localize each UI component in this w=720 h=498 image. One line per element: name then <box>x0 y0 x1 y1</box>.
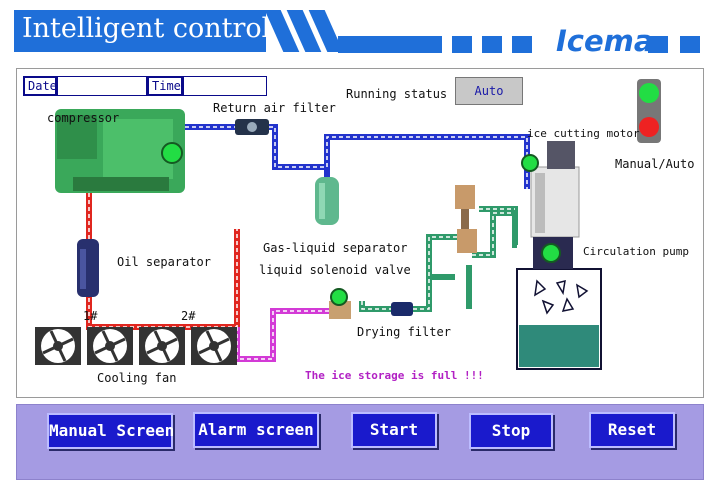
process-panel: Date Time Running status Auto compressor… <box>16 68 704 398</box>
oil-separator-label: Oil separator <box>117 255 211 269</box>
alarm-screen-button[interactable]: Alarm screen <box>193 412 319 448</box>
title-band <box>14 10 266 52</box>
ice-storage-warning: The ice storage is full !!! <box>305 369 484 382</box>
ice-tank-icon <box>516 141 602 370</box>
time-value <box>183 76 267 96</box>
compressor-icon <box>55 109 185 193</box>
date-label: Date <box>23 76 57 96</box>
fan-icon <box>87 327 133 365</box>
expansion-valve-icon <box>455 185 477 253</box>
drying-filter-icon <box>391 302 413 316</box>
reset-button[interactable]: Reset <box>589 412 675 448</box>
header-bar <box>338 36 442 53</box>
circulation-pump-label: Circulation pump <box>583 245 689 258</box>
drying-filter-label: Drying filter <box>357 325 451 339</box>
manual-auto-label: Manual/Auto <box>615 157 695 171</box>
compressor-label: compressor <box>47 111 120 125</box>
start-button[interactable]: Start <box>351 412 437 448</box>
filter-icon <box>235 119 269 135</box>
time-label: Time <box>147 76 183 96</box>
date-value <box>57 76 147 96</box>
header-bar <box>452 36 472 53</box>
return-air-filter-label: Return air filter <box>213 101 336 115</box>
running-status-button[interactable]: Auto <box>455 77 523 105</box>
indicator-light-icon <box>637 79 661 143</box>
fan-2-label: 2# <box>181 309 196 323</box>
pump-indicator-icon <box>541 243 561 263</box>
page-title: Intelligent control <box>22 13 271 44</box>
header: Intelligent control Icema <box>0 0 720 62</box>
fan-1-label: 1# <box>83 309 98 323</box>
oil-separator-icon <box>77 239 99 297</box>
valve-icon <box>329 288 351 319</box>
header-bar <box>512 36 532 53</box>
header-bar <box>680 36 700 53</box>
brand-logo: Icema <box>556 24 654 58</box>
cooling-fan-label: Cooling fan <box>97 371 177 385</box>
fan-icon <box>35 327 81 365</box>
liquid-solenoid-valve-label: liquid solenoid valve <box>259 263 411 277</box>
process-diagram <box>35 79 661 370</box>
running-status-label: Running status <box>346 87 448 101</box>
manual-screen-button[interactable]: Manual Screen <box>47 413 174 449</box>
fan-icon <box>139 327 185 365</box>
header-bar <box>648 36 668 53</box>
fan-icon <box>191 327 237 365</box>
header-bar <box>482 36 502 53</box>
stop-button[interactable]: Stop <box>469 413 553 449</box>
motor-indicator-icon <box>521 154 539 172</box>
gas-liquid-separator-label: Gas-liquid separator <box>263 241 408 255</box>
separator-icon <box>315 177 339 225</box>
control-bar: Manual Screen Alarm screen Start Stop Re… <box>16 404 704 480</box>
ice-cutting-motor-label: ice cutting motor <box>527 127 640 140</box>
